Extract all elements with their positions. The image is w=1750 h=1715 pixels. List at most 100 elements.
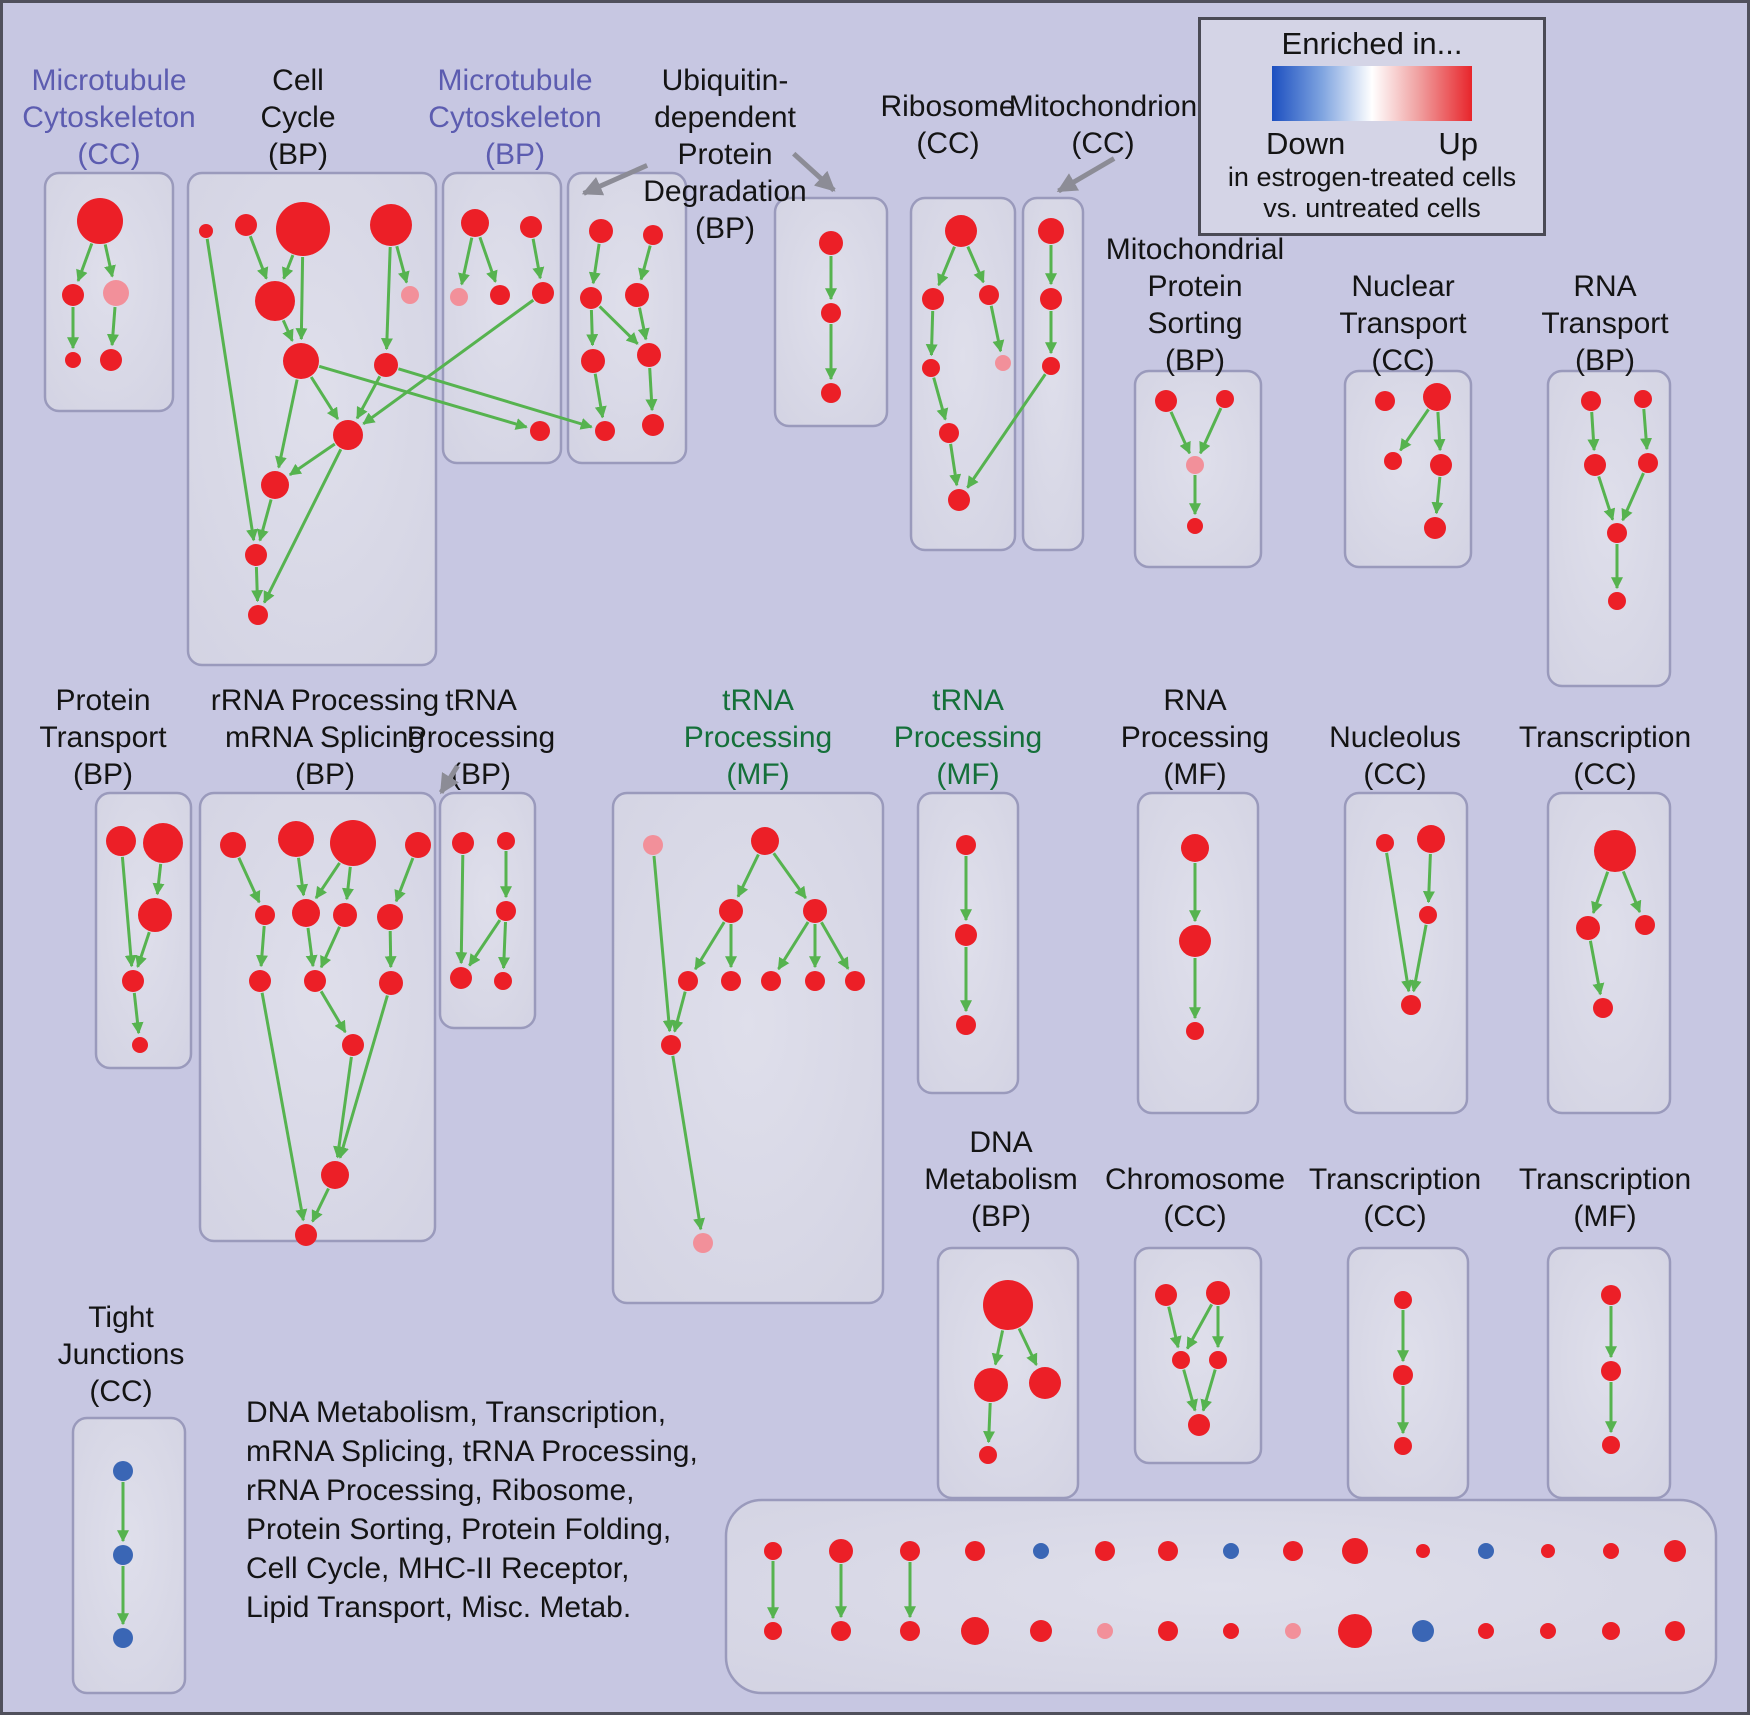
- go-node: [922, 288, 944, 310]
- edge-arrow: [131, 992, 144, 1035]
- go-node: [764, 1622, 782, 1640]
- edge-arrow: [531, 238, 545, 280]
- cluster-label-transcription-cc: Transcription(CC): [1519, 721, 1691, 791]
- edge-arrow: [1399, 408, 1430, 452]
- go-node: [1603, 1543, 1619, 1559]
- go-node: [751, 827, 779, 855]
- edge-arrow: [455, 854, 468, 965]
- go-node: [1430, 454, 1452, 476]
- edge-arrow: [586, 309, 599, 347]
- go-node: [761, 971, 781, 991]
- go-node: [643, 225, 663, 245]
- go-node: [1223, 1623, 1239, 1639]
- edge-arrow: [333, 1056, 353, 1159]
- go-node: [1608, 592, 1626, 610]
- legend-gradient-bar: [1272, 66, 1472, 121]
- note-line-4: Protein Sorting, Protein Folding,: [246, 1513, 672, 1546]
- go-node: [377, 904, 403, 930]
- cluster-box-dna-metabolism-bp: [936, 1246, 1080, 1500]
- edge-arrow: [1017, 1327, 1038, 1366]
- edge-arrow: [1385, 852, 1414, 993]
- go-node: [1601, 1361, 1621, 1381]
- edge-arrow: [237, 857, 261, 904]
- go-node: [1030, 1620, 1052, 1642]
- edge-arrow: [248, 235, 269, 280]
- edge-arrow: [1433, 411, 1446, 452]
- go-node: [803, 899, 827, 923]
- edge-arrow: [772, 852, 807, 899]
- go-node: [255, 905, 275, 925]
- go-node: [1375, 391, 1395, 411]
- note-line-6: Lipid Transport, Misc. Metab.: [246, 1591, 632, 1624]
- edge-arrow: [694, 921, 726, 971]
- go-node: [819, 231, 843, 255]
- edge-arrow: [120, 856, 137, 968]
- edge-arrow: [362, 298, 535, 426]
- cluster-box-nuclear-transport-cc: [1343, 369, 1473, 569]
- go-node: [283, 343, 319, 379]
- go-node: [948, 489, 970, 511]
- edge-arrow: [256, 499, 273, 542]
- edge-arrow: [337, 995, 389, 1159]
- edge-arrow: [991, 1330, 1005, 1366]
- go-node: [235, 214, 257, 236]
- go-node: [1186, 1022, 1204, 1040]
- cluster-box-ubiquitin-dependent-protein-degradation-bp: [566, 171, 688, 465]
- go-node: [113, 1545, 133, 1565]
- go-node: [1155, 1284, 1177, 1306]
- go-node: [900, 1621, 920, 1641]
- go-node: [342, 1034, 364, 1056]
- edge-arrow: [384, 930, 397, 969]
- edge-arrow: [152, 863, 165, 896]
- go-node: [693, 1233, 713, 1253]
- edge-arrow: [588, 243, 601, 285]
- go-node: [1419, 906, 1437, 924]
- go-node: [62, 284, 84, 306]
- go-node: [1417, 825, 1445, 853]
- mixed-categories-note: DNA Metabolism, Transcription, mRNA Spli…: [246, 1393, 698, 1627]
- edge-arrow: [255, 925, 268, 968]
- go-node: [1283, 1541, 1303, 1561]
- go-node: [1186, 456, 1204, 474]
- edge-arrow: [925, 310, 938, 357]
- go-node: [103, 280, 129, 306]
- go-node: [678, 971, 698, 991]
- go-node: [1607, 523, 1627, 543]
- go-node: [974, 1368, 1008, 1402]
- go-node: [845, 971, 865, 991]
- edge-arrow: [792, 151, 836, 193]
- go-node: [100, 349, 122, 371]
- go-node: [106, 826, 136, 856]
- edge-arrow: [598, 305, 639, 345]
- edge-arrow: [76, 242, 94, 283]
- go-node: [1188, 1414, 1210, 1436]
- edge-arrow: [135, 931, 151, 968]
- go-node: [138, 898, 172, 932]
- legend-title: Enriched in...: [1281, 26, 1463, 61]
- legend-ends: Down Up: [1266, 126, 1478, 162]
- edge-arrow: [1169, 411, 1191, 455]
- edge-arrow: [652, 855, 675, 1033]
- go-node: [1097, 1623, 1113, 1639]
- edge-arrow: [380, 246, 393, 351]
- go-node: [831, 1621, 851, 1641]
- go-node: [1601, 1285, 1621, 1305]
- go-node: [1216, 390, 1234, 408]
- cluster-box-transcription-cc: [1546, 791, 1672, 1115]
- go-node: [450, 288, 468, 306]
- go-node: [595, 421, 615, 441]
- go-node: [248, 605, 268, 625]
- cluster-box-cell-cycle-bp: [186, 171, 438, 667]
- go-node: [589, 219, 613, 243]
- go-node: [77, 198, 123, 244]
- cluster-box-rrna-processing-mrna-splicing-bp: [198, 791, 437, 1243]
- go-node: [1394, 1291, 1412, 1309]
- edge-arrow: [736, 853, 760, 898]
